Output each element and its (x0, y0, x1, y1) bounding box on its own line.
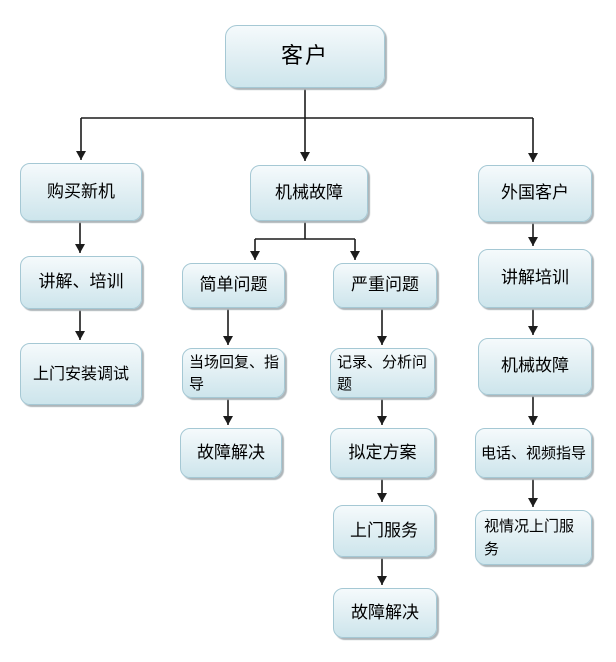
flow-node-label: 严重问题 (351, 275, 419, 296)
flow-node-label: 外国客户 (501, 183, 569, 204)
flow-node-fault-resolved-simple: 故障解决 (180, 428, 282, 478)
flow-node-label: 讲解培训 (501, 268, 569, 289)
flow-node-label: 拟定方案 (348, 442, 417, 463)
flow-node-label: 上门服务 (350, 520, 418, 541)
flow-node-label: 故障解决 (351, 602, 419, 623)
flow-node-onsite-reply-guidance: 当场回复、指导 (182, 348, 285, 398)
flow-node-label: 记录、分析问题 (337, 352, 428, 394)
flow-node-onsite-service: 上门服务 (333, 505, 435, 557)
flow-node-mechanical-failure-foreign: 机械故障 (478, 338, 592, 395)
flow-node-label: 视情况上门服务 (484, 517, 575, 558)
flow-node-simple-problem: 简单问题 (182, 263, 285, 308)
flow-node-onsite-install-debug: 上门安装调试 (20, 343, 142, 405)
flow-node-label: 电话、视频指导 (480, 443, 586, 462)
flow-node-draft-plan: 拟定方案 (330, 428, 435, 478)
flow-node-explain-training: 讲解、培训 (20, 256, 142, 309)
flow-node-label: 机械故障 (501, 356, 569, 377)
flow-node-label: 购买新机 (47, 181, 115, 202)
flow-node-buy-new-machine: 购买新机 (20, 163, 142, 221)
flow-node-foreign-customer: 外国客户 (478, 165, 592, 222)
flow-node-label: 简单问题 (199, 275, 268, 296)
flow-node-serious-problem: 严重问题 (333, 263, 437, 308)
flow-node-label: 故障解决 (197, 442, 265, 463)
flow-node-label: 机械故障 (275, 182, 343, 203)
flow-node-label: 当场回复、指导 (189, 352, 280, 394)
flow-node-customer: 客户 (225, 25, 385, 88)
flow-node-label: 客户 (280, 43, 329, 69)
flow-node-record-analyze-problem: 记录、分析问题 (330, 348, 435, 398)
flow-node-mechanical-failure: 机械故障 (250, 165, 368, 221)
flow-node-explain-training-foreign: 讲解培训 (478, 249, 592, 308)
flow-node-label: 上门安装调试 (32, 364, 129, 384)
flow-node-onsite-service-as-needed: 视情况上门服务 (475, 510, 592, 565)
flow-node-phone-video-guidance: 电话、视频指导 (475, 428, 592, 478)
flow-node-fault-resolved-serious: 故障解决 (333, 588, 437, 638)
flow-node-label: 讲解、培训 (38, 272, 124, 293)
